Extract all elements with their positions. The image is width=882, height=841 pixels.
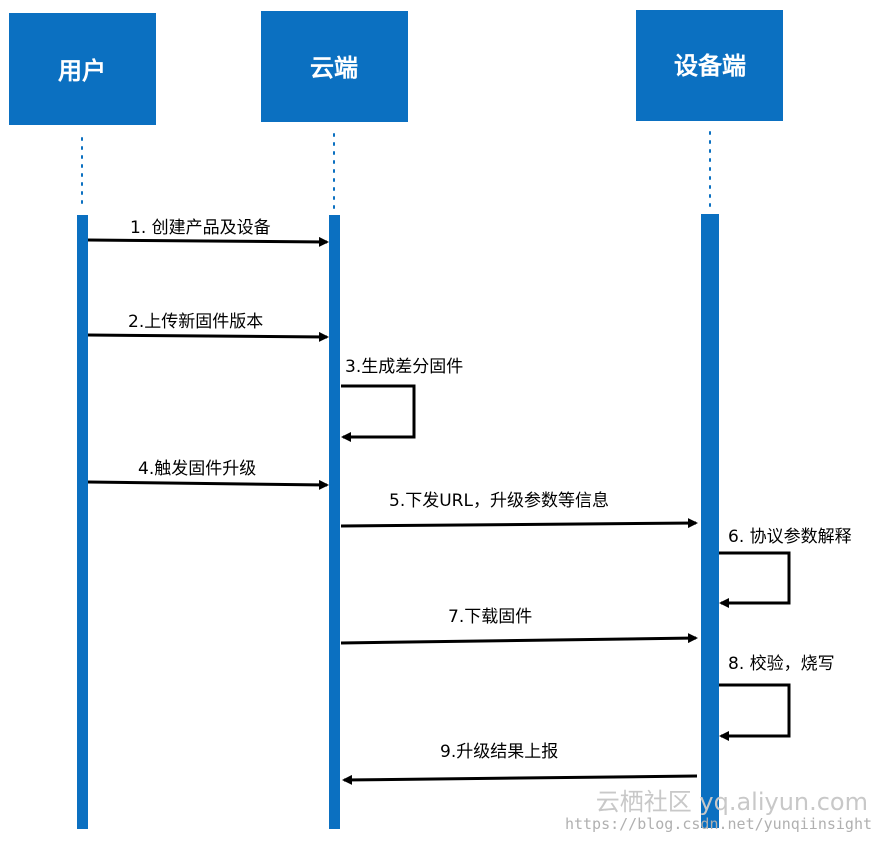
message-8-label: 8. 校验，烧写 bbox=[728, 654, 835, 674]
message-6-label: 6. 协议参数解释 bbox=[728, 527, 852, 547]
activation-cloud bbox=[329, 215, 340, 829]
message-8-arrow bbox=[719, 683, 791, 741]
watermark: 云栖社区 yq.aliyun.com https://blog.csdn.net… bbox=[565, 788, 872, 833]
message-7-label: 7.下载固件 bbox=[448, 607, 532, 627]
activation-device bbox=[701, 214, 719, 828]
message-1-label: 1. 创建产品及设备 bbox=[130, 218, 271, 238]
actor-user: 用户 bbox=[9, 13, 156, 125]
message-1: 1. 创建产品及设备 bbox=[87, 218, 329, 247]
message-9-label: 9.升级结果上报 bbox=[440, 742, 558, 762]
message-5-arrow bbox=[340, 518, 698, 529]
message-3-arrow bbox=[341, 384, 416, 442]
message-3-label: 3.生成差分固件 bbox=[345, 357, 463, 377]
actor-user-label: 用户 bbox=[58, 57, 106, 85]
watermark-url: https://blog.csdn.net/yunqiinsight bbox=[565, 815, 872, 833]
message-9: 9.升级结果上报 bbox=[342, 742, 698, 785]
message-5-label: 5.下发URL，升级参数等信息 bbox=[389, 491, 609, 511]
message-2: 2.上传新固件版本 bbox=[87, 312, 329, 342]
message-6: 6. 协议参数解释 bbox=[719, 527, 852, 608]
activation-user bbox=[77, 215, 88, 829]
actor-device: 设备端 bbox=[636, 10, 783, 121]
actor-cloud: 云端 bbox=[261, 11, 408, 122]
actor-device-label: 设备端 bbox=[674, 52, 746, 80]
message-4-label: 4.触发固件升级 bbox=[138, 459, 256, 479]
watermark-site: 云栖社区 yq.aliyun.com bbox=[596, 788, 868, 816]
actor-cloud-label: 云端 bbox=[310, 54, 358, 82]
message-5: 5.下发URL，升级参数等信息 bbox=[340, 491, 698, 529]
message-6-arrow bbox=[719, 551, 791, 608]
message-7: 7.下载固件 bbox=[340, 607, 698, 645]
message-4: 4.触发固件升级 bbox=[87, 459, 329, 490]
message-4-arrow bbox=[87, 479, 329, 490]
message-7-arrow bbox=[340, 633, 698, 645]
message-2-arrow bbox=[87, 331, 329, 342]
message-1-arrow bbox=[87, 236, 329, 247]
message-2-label: 2.上传新固件版本 bbox=[128, 312, 263, 332]
message-3: 3.生成差分固件 bbox=[341, 357, 463, 442]
message-8: 8. 校验，烧写 bbox=[719, 654, 835, 741]
message-9-arrow bbox=[342, 774, 698, 785]
